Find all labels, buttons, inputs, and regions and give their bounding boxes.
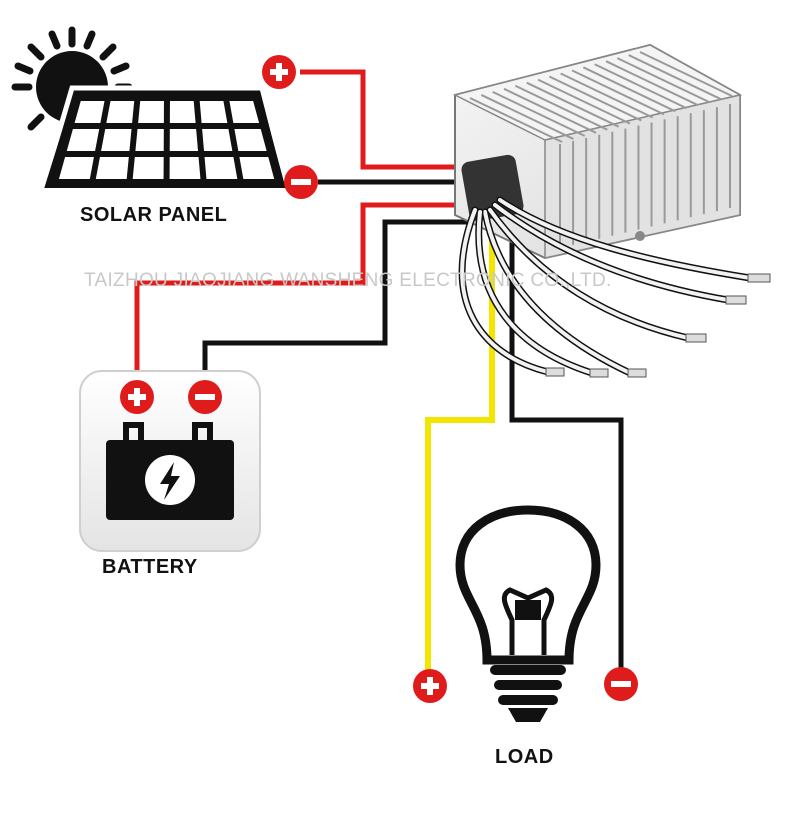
converter-icon: [452, 43, 743, 260]
heat-sink-fin: [628, 54, 722, 100]
load-label: LOAD: [495, 746, 554, 768]
minus-icon: [195, 394, 215, 400]
minus-icon: [291, 179, 311, 185]
minus-icon: [611, 681, 631, 687]
solar-cell: [58, 157, 94, 179]
solar-cell: [95, 157, 129, 179]
heat-sink-fin: [639, 51, 733, 97]
heat-sink-fin: [469, 97, 563, 143]
solar-cell: [239, 157, 275, 179]
heat-sink-fin: [605, 60, 699, 107]
solar-positive-wire: [300, 69, 470, 170]
solar-cell: [132, 157, 164, 179]
heat-sink-fin: [548, 75, 642, 122]
battery-positive-terminal: [120, 380, 154, 414]
solar-cell: [229, 101, 260, 123]
solar-panel-icon: [38, 85, 292, 193]
heat-sink-fin: [480, 94, 574, 140]
heat-sink-fin: [537, 78, 631, 125]
solar-cell: [169, 157, 201, 179]
lightning-bolt-icon: [145, 455, 195, 505]
load-positive-terminal: [413, 669, 447, 703]
solar-negative-terminal: [284, 165, 318, 199]
battery-positive-wire: [134, 202, 460, 380]
heat-sink-fin: [582, 66, 676, 113]
solar-cell: [202, 129, 233, 151]
solar-wires: [300, 69, 470, 185]
converter-output-leads: [458, 196, 771, 378]
solar-panel-label: SOLAR PANEL: [80, 204, 228, 226]
solar-cell: [106, 101, 135, 123]
heat-sink-fin: [492, 90, 586, 137]
solar-cell: [74, 101, 105, 123]
heat-sink-fin: [514, 84, 608, 131]
battery-label: BATTERY: [102, 556, 198, 578]
battery-wires: [134, 202, 470, 380]
battery-negative-wire: [202, 219, 470, 380]
solar-positive-terminal: [262, 55, 296, 89]
heat-sink-fin: [503, 87, 597, 134]
heat-sink-fin: [616, 57, 710, 104]
solar-cell: [66, 129, 100, 151]
watermark-text: TAIZHOU JIAOJIANG WANSHENG ELECTRONIC CO…: [84, 270, 612, 291]
light-bulb-icon: [455, 505, 601, 722]
heat-sink-fin: [571, 69, 665, 116]
solar-cell: [169, 101, 196, 123]
solar-cell: [138, 101, 164, 123]
load-negative-terminal: [604, 667, 638, 701]
heat-sink-fin: [526, 81, 620, 128]
solar-cell: [199, 101, 228, 123]
battery-icon: [79, 370, 261, 552]
battery-negative-terminal: [188, 380, 222, 414]
heat-sink-fin: [560, 72, 654, 119]
solar-cell: [204, 157, 238, 179]
solar-cell: [135, 129, 164, 151]
solar-cell: [234, 129, 267, 151]
solar-cell: [169, 129, 199, 151]
heat-sink-fin: [594, 63, 688, 110]
solar-cell: [101, 129, 132, 151]
load-positive-wire: [425, 225, 495, 675]
